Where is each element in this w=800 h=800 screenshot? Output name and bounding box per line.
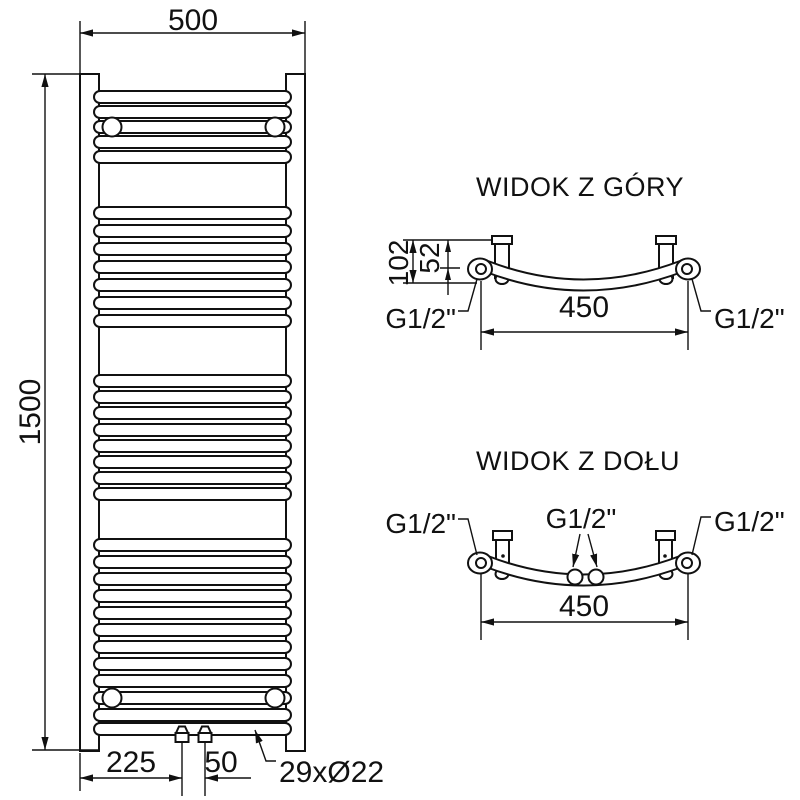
bottom-view-center-port-right [587,568,605,586]
bottom-view-left-connection-label: G1/2" [385,508,456,539]
dim-height: 1500 [14,73,99,751]
rung-tube [93,260,292,274]
bracket-circle-bottom-right [264,687,286,709]
rung-tube [93,374,292,388]
top-view-left-connection-label: G1/2" [385,303,456,334]
rung-tube [93,572,292,586]
top-view-conn-left: G1/2" [385,278,478,334]
rung-tube [93,423,292,437]
rung-tube [93,150,292,164]
top-view-curved-tube [484,259,684,292]
rung-tube [93,455,292,469]
rung-tube [93,314,292,328]
rung-tube [93,691,292,705]
right-valve-connection [197,725,213,796]
bottom-view-right-connection-label: G1/2" [714,506,785,537]
rung-tube [93,538,292,552]
rung-tube [93,296,292,310]
top-view-span-label: 450 [559,291,609,324]
rung-tube [93,278,292,292]
rung-tube [93,120,292,134]
rung-tube [93,589,292,603]
rung-tube [93,206,292,220]
rung-tube [93,487,292,501]
top-view-axis-depth-label: 52 [414,242,445,273]
bracket-circle-top-left [101,116,123,138]
rung-tube [93,555,292,569]
bottom-view-curved-tube [484,554,684,587]
bottom-view-center-port-left [566,568,584,586]
rung-tube [93,606,292,620]
dim-valves: 225 50 [79,746,251,791]
dim-valve-spacing-label: 50 [204,746,237,779]
bottom-view-dim-span: 450 [480,574,689,640]
rung-tube [93,640,292,654]
rung-tube [93,242,292,256]
top-view-dim-axis: 52 [414,240,460,295]
rung-tube [93,708,292,722]
rung-tube [93,135,292,149]
bottom-view-center-connection-label: G1/2" [546,503,617,534]
bottom-view-title: WIDOK Z DOŁU [476,446,680,476]
rung-tube [93,90,292,104]
dim-height-label: 1500 [14,379,47,446]
bottom-view-span-label: 450 [559,590,609,623]
bottom-view: WIDOK Z DOŁU G1/2" [385,446,785,640]
rung-tubes [93,90,292,736]
rung-tube [93,623,292,637]
rung-tube [93,224,292,238]
rung-tube [93,406,292,420]
top-view-depth-label: 102 [383,240,414,287]
bracket-circle-bottom-left [101,687,123,709]
rung-tube [93,471,292,485]
left-valve-connection [174,725,190,796]
dim-width-label: 500 [168,4,218,37]
top-view-dim-depth: 102 [383,240,417,287]
dim-valve-offset-label: 225 [106,746,156,779]
rung-tube [93,439,292,453]
rung-tube [93,390,292,404]
rung-tube [93,105,292,119]
top-view-right-connection-label: G1/2" [714,303,785,334]
rung-tube [93,674,292,688]
front-view: 500 1500 225 50 29xØ22 [14,4,384,796]
bottom-view-conn-left: G1/2" [385,508,478,556]
rung-tube [93,722,292,736]
tube-count-label: 29xØ22 [279,756,384,789]
top-view-conn-right: G1/2" [691,278,785,334]
top-view: WIDOK Z GÓRY 102 52 [383,171,785,350]
top-view-dim-span: 450 [480,281,689,350]
bottom-view-conn-right: G1/2" [691,506,785,556]
dim-width: 500 [79,4,306,73]
top-view-title: WIDOK Z GÓRY [476,171,684,202]
bracket-circle-top-right [264,116,286,138]
rung-tube [93,657,292,671]
tube-count-callout: 29xØ22 [254,729,384,789]
bottom-view-conn-center: G1/2" [546,503,617,568]
